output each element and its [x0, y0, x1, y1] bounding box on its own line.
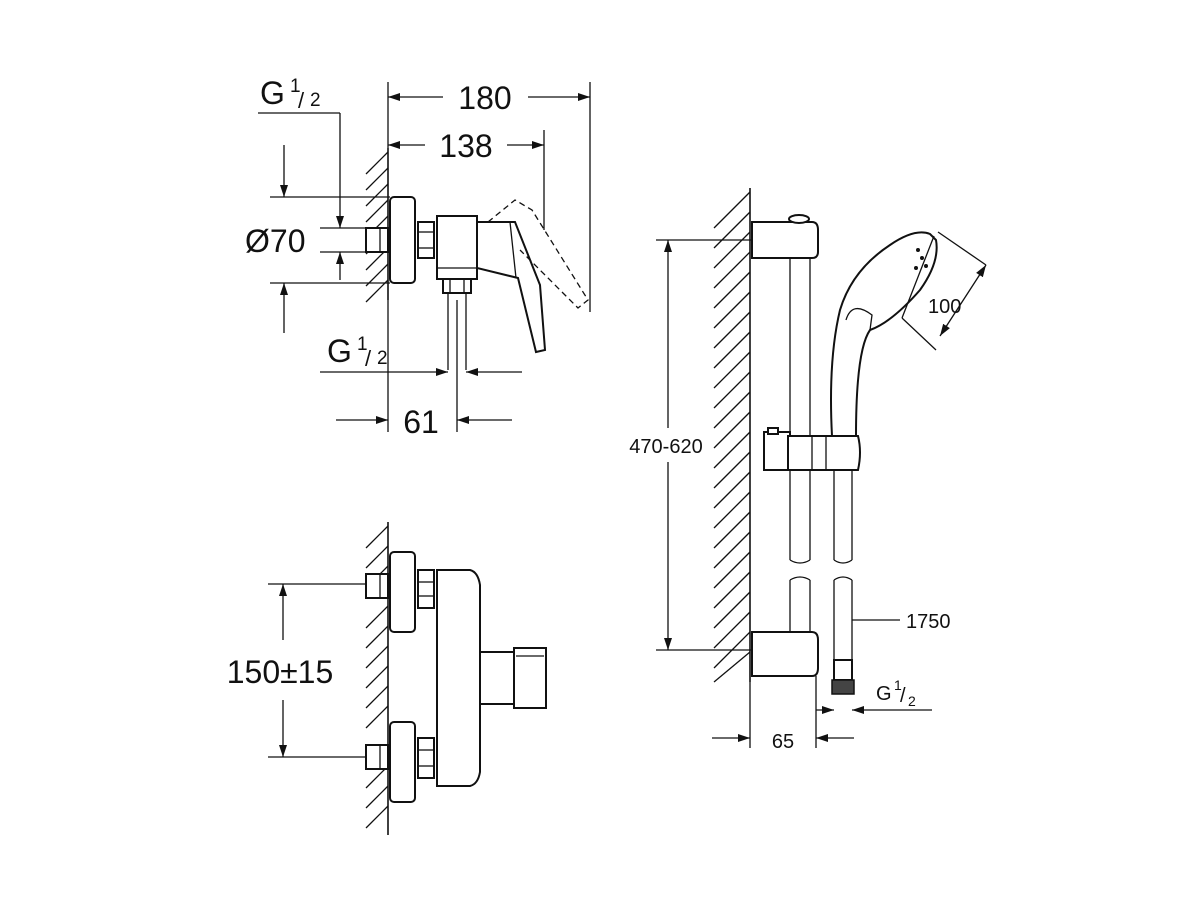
mixer-front-view: 150±15	[227, 522, 547, 835]
rail-top-bracket	[751, 221, 819, 259]
lower-nut	[417, 737, 435, 779]
fraction-slash: /	[365, 346, 372, 371]
dim-outlet-offset: 61	[403, 404, 439, 440]
hose-thread-fitting	[831, 679, 855, 695]
upper-escutcheon	[389, 551, 416, 633]
supply-thread-den: 2	[310, 90, 321, 111]
dim-wall-projection: 65	[772, 731, 794, 753]
dim-escutcheon-diameter: Ø70	[245, 223, 305, 259]
label-outlet-thread: G 1 / 2	[327, 333, 388, 371]
dim-inlet-spacing: 150±15	[227, 654, 334, 690]
upper-inlet-nipple	[365, 573, 389, 599]
shower-rail-view: 100 470-620 1750 G 1 / 2 65	[629, 188, 987, 753]
upper-nut	[417, 569, 435, 609]
label-supply-thread: G 1 / 2	[260, 75, 321, 113]
hose-nut	[833, 659, 853, 681]
front-lever-stem	[479, 651, 515, 705]
wall-hatch-top	[365, 148, 389, 303]
connection-nut	[417, 221, 435, 259]
dim-hose-length: 1750	[906, 611, 951, 633]
mixer-top-view: 180 138 G 1 / 2 Ø70 G 1 / 2	[245, 75, 591, 440]
slider-holder	[787, 435, 861, 471]
slider-knob	[763, 431, 791, 471]
outlet-thread-num: 1	[357, 334, 368, 355]
fraction-slash: /	[900, 685, 906, 707]
lower-escutcheon	[389, 721, 416, 803]
outlet-nut	[442, 278, 472, 294]
dim-lever-depth: 138	[439, 128, 492, 164]
hose-thread-num: 1	[894, 677, 902, 693]
slider-knob-cap	[767, 427, 779, 435]
hose-thread-main: G	[876, 683, 892, 705]
fraction-slash: /	[298, 88, 305, 113]
label-hose-thread: G 1 / 2	[876, 677, 916, 709]
supply-thread-num: 1	[290, 76, 301, 97]
dim-rail-adjustment: 470-620	[629, 436, 702, 458]
outlet-thread-den: 2	[377, 348, 388, 369]
hose-thread-den: 2	[908, 693, 916, 709]
outlet-thread-main: G	[327, 333, 352, 369]
front-lever-end	[513, 647, 547, 709]
rail-bottom-bracket	[751, 631, 819, 677]
escutcheon	[389, 196, 416, 284]
front-mixer-body	[436, 569, 481, 787]
supply-nipple	[365, 227, 389, 253]
mixer-body	[436, 215, 478, 280]
bracket-screw-cap	[788, 214, 810, 224]
dim-hand-shower-diameter: 100	[928, 296, 961, 318]
dim-overall-depth: 180	[458, 80, 511, 116]
lower-inlet-nipple	[365, 744, 389, 770]
supply-thread-main: G	[260, 75, 285, 111]
lever-closed	[476, 221, 547, 354]
hand-shower	[830, 231, 938, 437]
wall-hatch-rail	[713, 188, 751, 683]
wall-hatch-front	[365, 522, 389, 835]
